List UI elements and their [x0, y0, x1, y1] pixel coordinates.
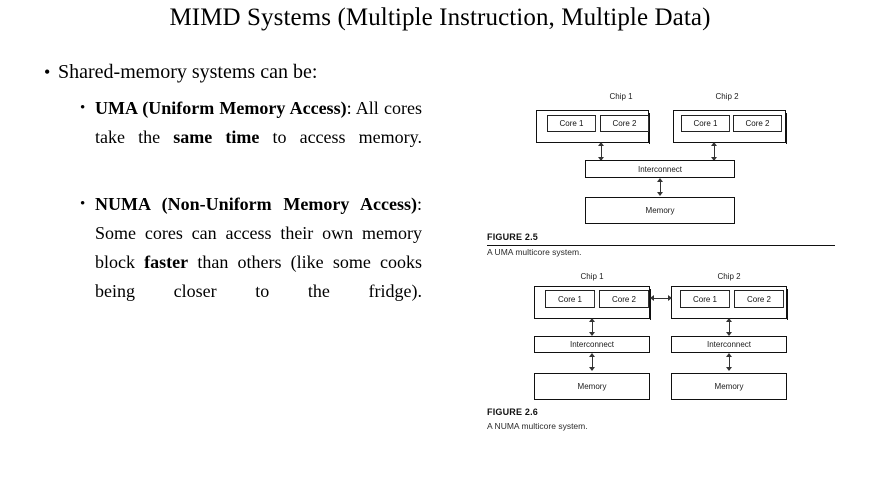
arrow-down-icon [711, 157, 717, 161]
chip-label: Chip 2 [717, 272, 741, 281]
core-box: Core 2 [733, 115, 782, 132]
figure-rule [487, 245, 835, 246]
arrow-up-icon [589, 353, 595, 357]
arrow-up-icon [711, 142, 717, 146]
lead-bullet-text: Shared-memory systems can be: [58, 61, 318, 83]
chip-label: Chip 2 [715, 92, 739, 101]
connector-line [601, 144, 602, 160]
arrow-up-icon [657, 178, 663, 182]
figure-number: FIGURE 2.6 [487, 407, 539, 417]
arrow-left-icon [650, 295, 654, 301]
sub-bullet-numa: • NUMA (Non-Uniform Memory Access): Some… [80, 190, 422, 335]
connector-line [654, 298, 668, 299]
memory-box: Memory [585, 197, 735, 224]
arrow-down-icon [589, 332, 595, 336]
connector-line [714, 144, 715, 160]
arrow-down-icon [589, 367, 595, 371]
arrow-up-icon [726, 318, 732, 322]
chip-label: Chip 1 [609, 92, 633, 101]
connector-line [729, 320, 730, 335]
bullet-marker: • [80, 100, 86, 116]
bullet-marker: • [80, 196, 86, 212]
memory-box: Memory [534, 373, 650, 400]
arrow-down-icon [726, 332, 732, 336]
arrow-right-icon [668, 295, 672, 301]
figure-number: FIGURE 2.5 [487, 232, 539, 242]
connector-line [592, 320, 593, 335]
arrow-down-icon [598, 157, 604, 161]
interconnect-box: Interconnect [585, 160, 735, 178]
core-box: Core 2 [599, 290, 649, 308]
chip-label: Chip 1 [580, 272, 604, 281]
core-box: Core 1 [545, 290, 595, 308]
arrow-up-icon [598, 142, 604, 146]
figure-description: A NUMA multicore system. [487, 421, 588, 431]
figure-description-wrap: A UMA multicore system. [487, 247, 581, 257]
core-box: Core 1 [547, 115, 596, 132]
memory-box: Memory [671, 373, 787, 400]
arrow-up-icon [589, 318, 595, 322]
core-box: Core 2 [734, 290, 784, 308]
interconnect-box: Interconnect [534, 336, 650, 353]
connector-line [592, 355, 593, 370]
core-box: Core 1 [680, 290, 730, 308]
connector-line [660, 180, 661, 195]
core-box: Core 1 [681, 115, 730, 132]
arrow-down-icon [726, 367, 732, 371]
figure-caption: FIGURE 2.5 [487, 232, 538, 242]
sub-bullet-list: • UMA (Uniform Memory Access): All cores… [40, 94, 460, 335]
page-title: MIMD Systems (Multiple Instruction, Mult… [169, 4, 711, 31]
arrow-up-icon [726, 353, 732, 357]
lead-bullet: • Shared-memory systems can be: [40, 58, 460, 86]
bullet-marker: • [44, 62, 51, 82]
figure-description: A UMA multicore system. [487, 247, 582, 257]
sub-bullet-uma: • UMA (Uniform Memory Access): All cores… [80, 94, 422, 181]
arrow-down-icon [657, 192, 663, 196]
sub-bullet-numa-text: NUMA (Non-Uniform Memory Access): Some c… [95, 194, 422, 301]
content-column: • Shared-memory systems can be: • UMA (U… [40, 58, 460, 335]
connector-line [729, 355, 730, 370]
core-box: Core 2 [600, 115, 649, 132]
interconnect-box: Interconnect [671, 336, 787, 353]
sub-bullet-uma-text: UMA (Uniform Memory Access): All cores t… [95, 98, 422, 147]
figure-caption: FIGURE 2.6 A NUMA multicore system. [487, 407, 588, 431]
